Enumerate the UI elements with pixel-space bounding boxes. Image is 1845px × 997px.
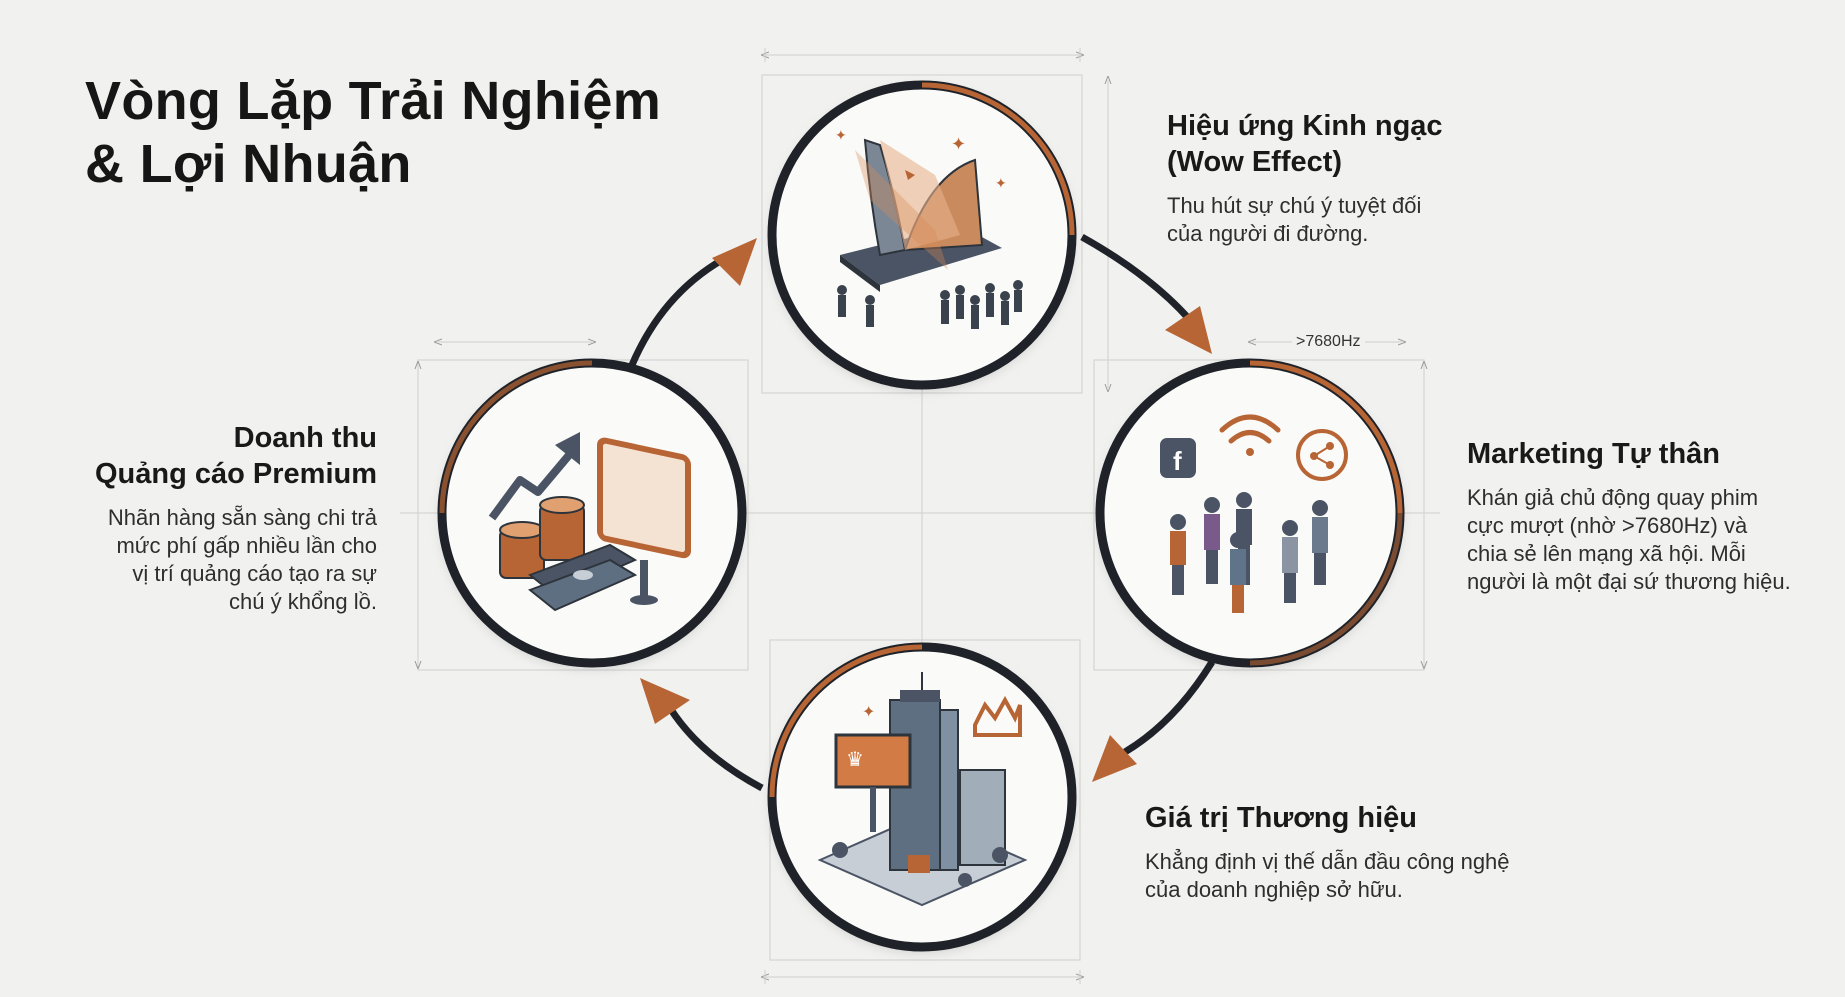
desc-line: cực mượt (nhờ >7680Hz) và [1467,513,1748,538]
frequency-dimension-label: >7680Hz [1292,333,1365,351]
desc-line: người là một đại sứ thương hiệu. [1467,569,1791,594]
arrow-marketing-to-brand [1123,660,1215,756]
facebook-icon: f [1160,438,1196,478]
arrow-wow-to-marketing [1080,233,1193,323]
node-revenue [437,358,747,668]
heading-line: Doanh thu [233,422,377,454]
trees-icon [832,842,1008,887]
stage-heading: Hiệu ứng Kinh ngạc (Wow Effect) [1167,108,1443,180]
growth-arrow-icon [488,445,579,521]
stage-heading: Marketing Tự thân [1467,438,1721,470]
stage-brand-text: Giá trị Thương hiệu Khẳng định vị thế dẫ… [1145,800,1510,904]
title-line: & Lợi Nhuận [85,134,412,194]
desc-line: Thu hút sự chú ý tuyệt đối [1167,193,1422,218]
node-brand: ♛ ✦ [767,642,1077,952]
desc-line: Khẳng định vị thế dẫn đầu công nghệ [1145,849,1510,874]
coins-icon [499,496,585,579]
arrow-brand-to-revenue [667,706,764,792]
desc-line: của doanh nghiệp sở hữu. [1145,877,1403,902]
stage-description: Nhãn hàng sẵn sàng chi trả mức phí gấp n… [95,504,377,616]
stage-description: Khẳng định vị thế dẫn đầu công nghệ của … [1145,848,1510,904]
svg-text:♛: ♛ [846,749,864,771]
desc-line: mức phí gấp nhiều lần cho [116,533,377,558]
stage-wow-text: Hiệu ứng Kinh ngạc (Wow Effect) Thu hút … [1167,108,1443,248]
stage-description: Thu hút sự chú ý tuyệt đối của người đi … [1167,192,1443,248]
billboard-frame-icon [597,437,691,605]
desc-line: chia sẻ lên mạng xã hội. Mỗi [1467,541,1746,566]
arrow-head-icon [1092,735,1137,782]
node-marketing: f [1095,358,1405,668]
crowd-icon [837,280,1023,329]
node-wow: ✦ ✦ ✦ [767,80,1077,390]
svg-text:✦: ✦ [995,175,1007,191]
svg-text:✦: ✦ [835,127,847,143]
svg-text:✦: ✦ [862,704,875,721]
stage-heading: Giá trị Thương hiệu [1145,802,1418,834]
stage-heading: Doanh thu Quảng cáo Premium [95,420,377,492]
arrow-head-icon [712,238,757,286]
stage-marketing-text: Marketing Tự thân Khán giả chủ động quay… [1467,436,1791,596]
heading-line: Hiệu ứng Kinh ngạc [1167,110,1443,142]
title-line: Vòng Lặp Trải Nghiệm [85,71,662,131]
desc-line: Nhãn hàng sẵn sàng chi trả [107,505,377,530]
desc-line: của người đi đường. [1167,221,1369,246]
curved-led-screen-icon: ✦ ✦ ✦ [835,127,1007,292]
desc-line: Khán giả chủ động quay phim [1467,485,1759,510]
page-title: Vòng Lặp Trải Nghiệm & Lợi Nhuận [85,70,661,196]
heading-line: (Wow Effect) [1167,146,1343,178]
stage-revenue-text: Doanh thu Quảng cáo Premium Nhãn hàng sẵ… [95,420,377,616]
svg-text:f: f [1173,446,1182,476]
arrow-head-icon [1165,306,1212,354]
people-group-icon [1170,492,1328,613]
crown-icon [973,695,1022,737]
svg-text:✦: ✦ [951,134,966,154]
cash-stack-icon [528,543,638,612]
arrow-revenue-to-wow [628,256,724,367]
desc-line: chú ý khổng lồ. [229,589,377,614]
heading-line: Quảng cáo Premium [94,458,377,490]
cycle-arrows [628,233,1215,792]
wifi-icon [1219,414,1281,456]
billboard-icon: ♛ [834,733,912,832]
arrow-head-icon [640,678,690,724]
stage-description: Khán giả chủ động quay phim cực mượt (nh… [1467,484,1791,596]
desc-line: vị trí quảng cáo tạo ra sự [132,561,377,586]
share-icon [1296,429,1348,481]
